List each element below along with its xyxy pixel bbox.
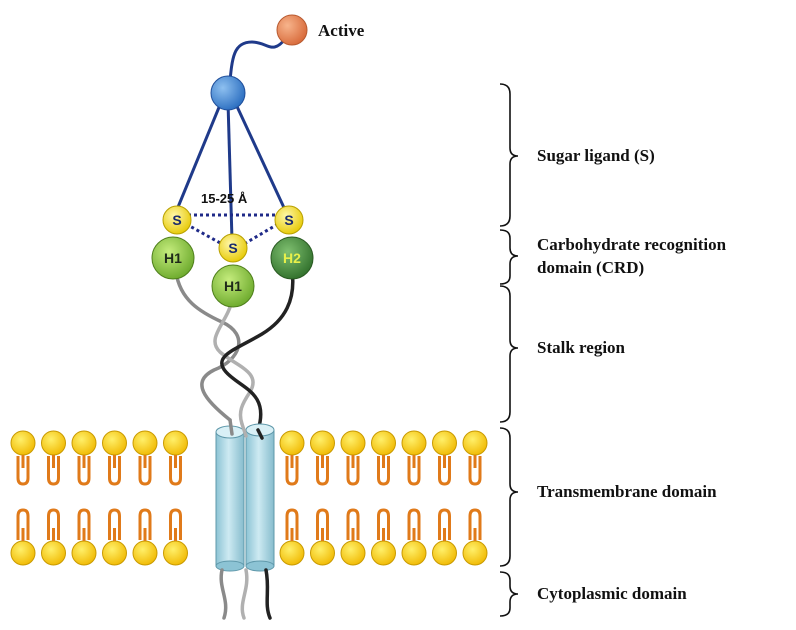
lipid — [432, 430, 457, 566]
svg-text:S: S — [284, 212, 293, 228]
label-sugar-ligand: Sugar ligand (S) — [537, 146, 655, 165]
lipid — [340, 430, 366, 566]
lipid — [41, 430, 66, 566]
ligand-center: S — [218, 233, 248, 263]
bracket-sugar-ligand — [499, 83, 519, 227]
bracket-transmembrane — [499, 427, 519, 567]
label-crd-line2: domain (CRD) — [537, 258, 644, 277]
h2-right-label: H2 — [283, 250, 301, 266]
ligand-right: S — [274, 205, 304, 235]
label-stalk: Stalk region — [537, 338, 626, 357]
svg-text:S: S — [172, 212, 181, 228]
lipid — [462, 430, 488, 566]
label-transmembrane: Transmembrane domain — [537, 482, 717, 501]
h1-left-domain: H1 — [151, 236, 195, 280]
lipid — [401, 430, 427, 566]
lipid — [132, 430, 158, 566]
lipid — [102, 430, 127, 566]
distance-lines — [185, 213, 279, 246]
lipid — [71, 430, 97, 566]
label-crd-line1: Carbohydrate recognition — [537, 235, 727, 254]
svg-text:S: S — [228, 240, 237, 256]
active-linker — [227, 37, 288, 93]
cytoplasmic-tails — [219, 568, 272, 620]
h1-center-label: H1 — [224, 278, 242, 294]
region-brackets — [499, 83, 519, 617]
lipid — [371, 430, 396, 566]
active-ball — [276, 14, 308, 46]
lipid — [163, 430, 188, 566]
lipid — [10, 430, 36, 566]
h2-right-domain: H2 — [270, 236, 314, 280]
active-label: Active — [318, 21, 365, 40]
label-cytoplasmic: Cytoplasmic domain — [537, 584, 687, 603]
lipid-bilayer — [10, 430, 488, 566]
bracket-cytoplasmic — [499, 571, 519, 617]
h1-center-domain: H1 — [211, 264, 255, 308]
distance-label: 15-25 Å — [201, 191, 248, 206]
helix-top-strands — [228, 418, 264, 440]
h1-left-label: H1 — [164, 250, 182, 266]
transmembrane-helices — [215, 423, 275, 572]
hub-linkers — [174, 99, 288, 241]
lipid — [279, 430, 305, 566]
bracket-crd — [499, 229, 519, 285]
stalk-coils — [174, 268, 295, 432]
hub-ball — [210, 75, 246, 111]
lipid — [310, 430, 335, 566]
ligand-left: S — [162, 205, 192, 235]
bracket-stalk — [499, 285, 519, 423]
